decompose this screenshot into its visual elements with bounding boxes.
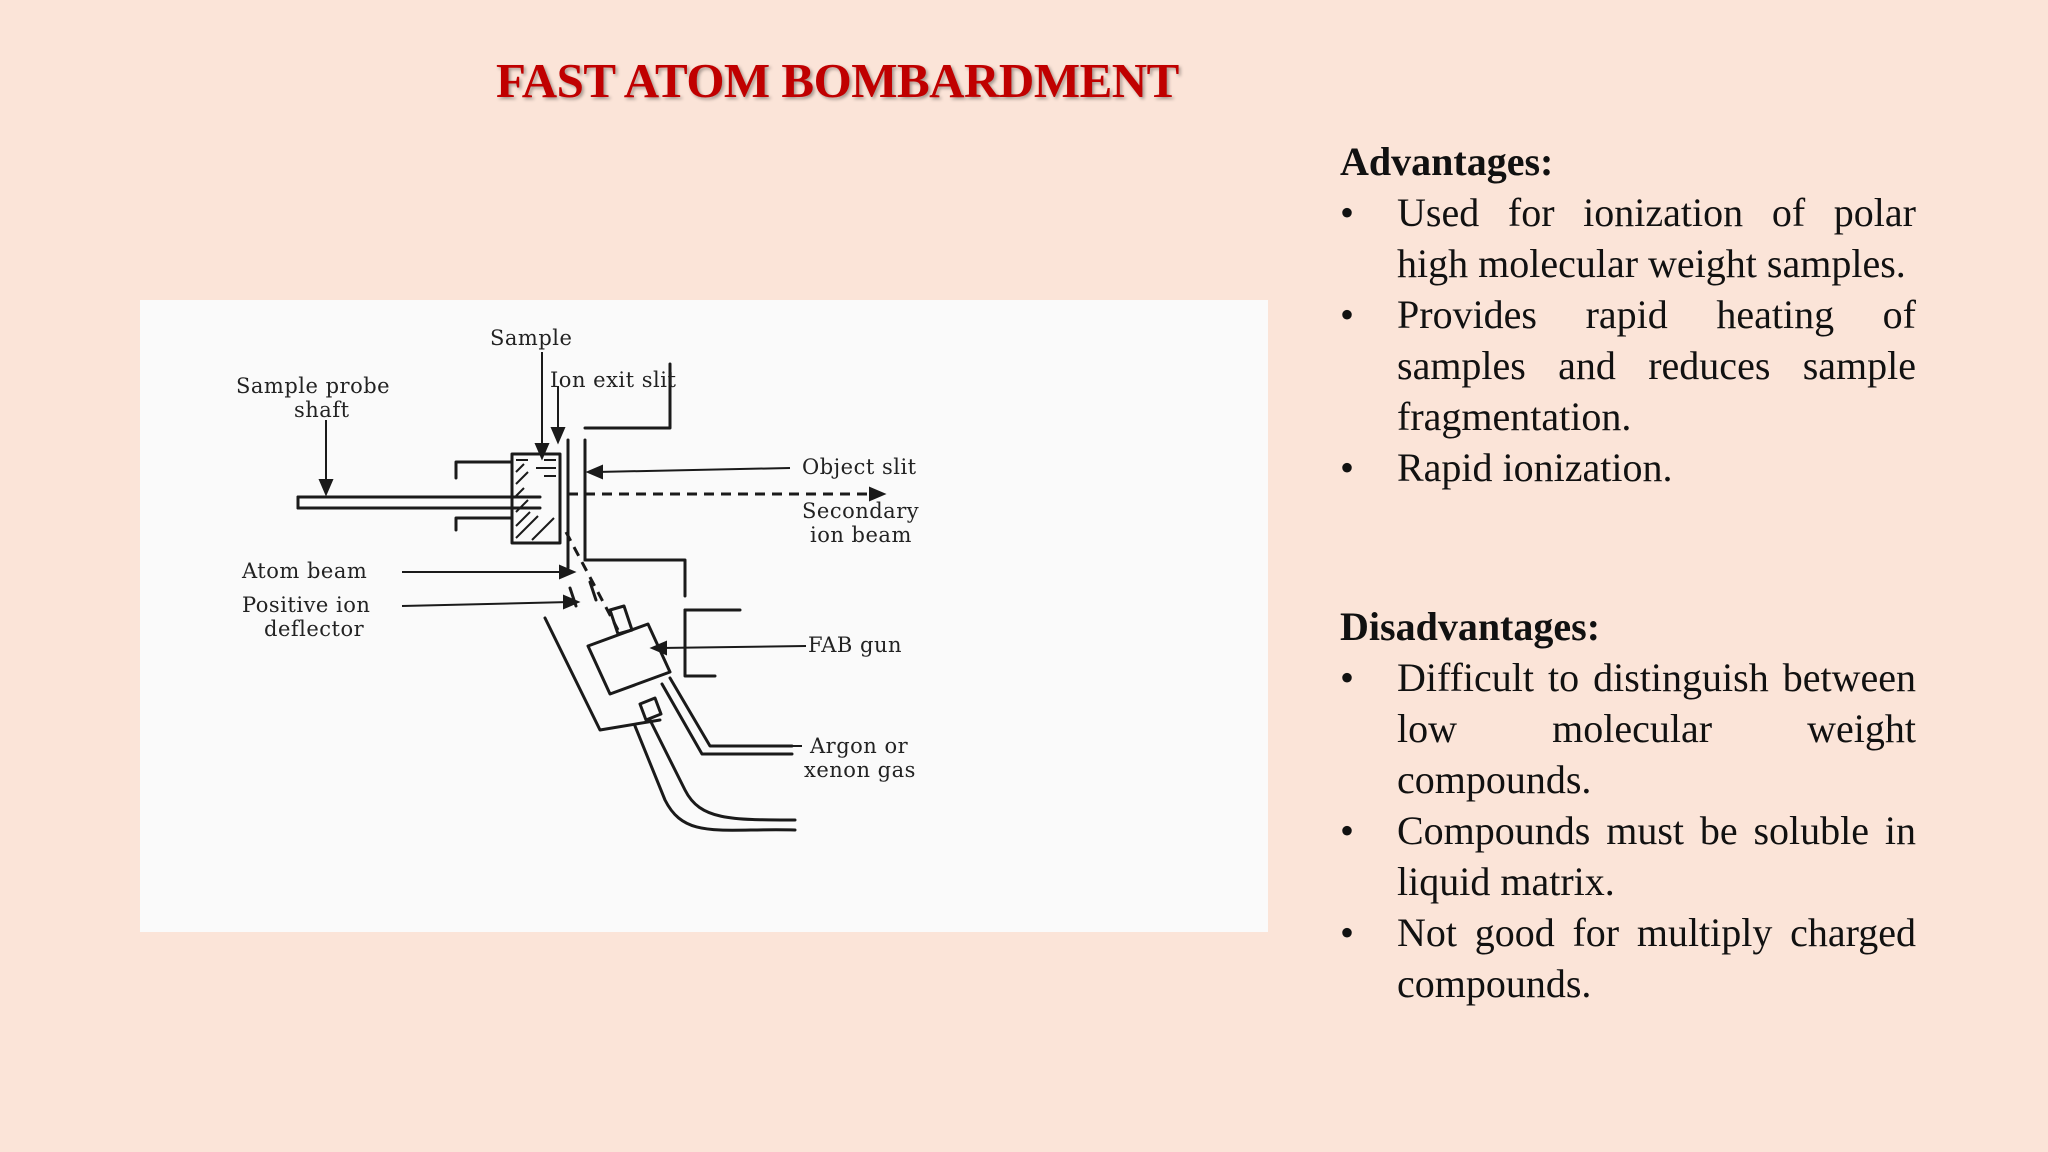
advantage-item: • Used for ionization of polar high molec… [1340,187,1916,289]
sample-hatching [515,459,556,541]
label-atom-beam: Atom beam [241,559,367,583]
fab-gun-rear [638,696,663,722]
fab-gun-body [586,622,672,696]
advantages-list: • Used for ionization of polar high molec… [1340,187,1916,493]
label-object-slit: Object slit [802,455,917,479]
disadvantage-text: Not good for multiply charged compounds. [1397,910,1916,1006]
advantage-text: Provides rapid heating of samples and re… [1397,292,1916,439]
disadvantages-section: Disadvantages: • Difficult to distinguish… [1340,601,1916,1009]
fab-gun-right-wall [683,608,717,678]
chamber-top [583,362,672,430]
arrow-object-slit [595,467,791,473]
advantages-heading: Advantages: [1340,139,1554,184]
advantages-section: Advantages: • Used for ionization of pola… [1340,136,1916,493]
fab-gun-nozzle [608,604,634,636]
label-sample-probe-shaft-1: Sample probe [236,374,390,398]
gas-line [668,676,794,748]
bullet-icon: • [1340,655,1355,700]
arrow-secondary-ion-beam [869,486,887,502]
advantage-item: • Provides rapid heating of samples and r… [1340,289,1916,442]
chamber-lower-right [583,558,687,598]
disadvantages-heading: Disadvantages: [1340,604,1601,649]
label-positive-ion-deflector-1: Positive ion [242,593,370,617]
gas-tube-upper [648,718,797,822]
atom-beam-line [564,531,620,631]
fab-diagram-svg: Sample Sample probe shaft Ion exit slit … [236,326,919,832]
slide-title: FAST ATOM BOMBARDMENT [496,53,1179,108]
arrow-fab-gun [659,645,807,649]
disadvantage-item: • Not good for multiply charged compounds… [1340,907,1916,1009]
bullet-icon: • [1340,190,1355,235]
label-secondary-ion-beam-2: ion beam [810,523,912,547]
gas-tube-lower [633,724,797,832]
deflector-plate-2 [588,580,598,602]
label-sample: Sample [490,326,572,350]
disadvantage-text: Compounds must be soluble in liquid matr… [1397,808,1916,904]
gas-line-2 [660,682,794,756]
bullet-icon: • [1340,292,1355,337]
label-positive-ion-deflector-2: deflector [264,617,365,641]
disadvantage-text: Difficult to distinguish between low mol… [1397,655,1916,802]
advantage-item: • Rapid ionization. [1340,442,1916,493]
label-argon-or-xenon-gas-2: xenon gas [804,758,916,782]
disadvantage-item: • Compounds must be soluble in liquid mat… [1340,805,1916,907]
label-fab-gun: FAB gun [808,633,902,657]
label-argon-or-xenon-gas-1: Argon or [809,734,909,758]
label-sample-probe-shaft-2: shaft [294,398,350,422]
housing-wall-top [454,460,514,480]
disadvantages-list: • Difficult to distinguish between low mo… [1340,652,1916,1009]
label-secondary-ion-beam-1: Secondary [802,499,919,523]
advantage-text: Used for ionization of polar high molecu… [1397,190,1916,286]
housing-wall-bottom [454,516,514,532]
arrow-positive-ion-deflector [401,601,571,607]
fab-gun-outer-left [543,616,662,732]
label-ion-exit-slit: Ion exit slit [550,368,676,392]
text-column: Advantages: • Used for ionization of pola… [1340,136,1916,1009]
bullet-icon: • [1340,808,1355,853]
fab-diagram: Sample Sample probe shaft Ion exit slit … [140,300,1268,932]
disadvantage-item: • Difficult to distinguish between low mo… [1340,652,1916,805]
bullet-icon: • [1340,910,1355,955]
bullet-icon: • [1340,445,1355,490]
advantage-text: Rapid ionization. [1397,445,1673,490]
